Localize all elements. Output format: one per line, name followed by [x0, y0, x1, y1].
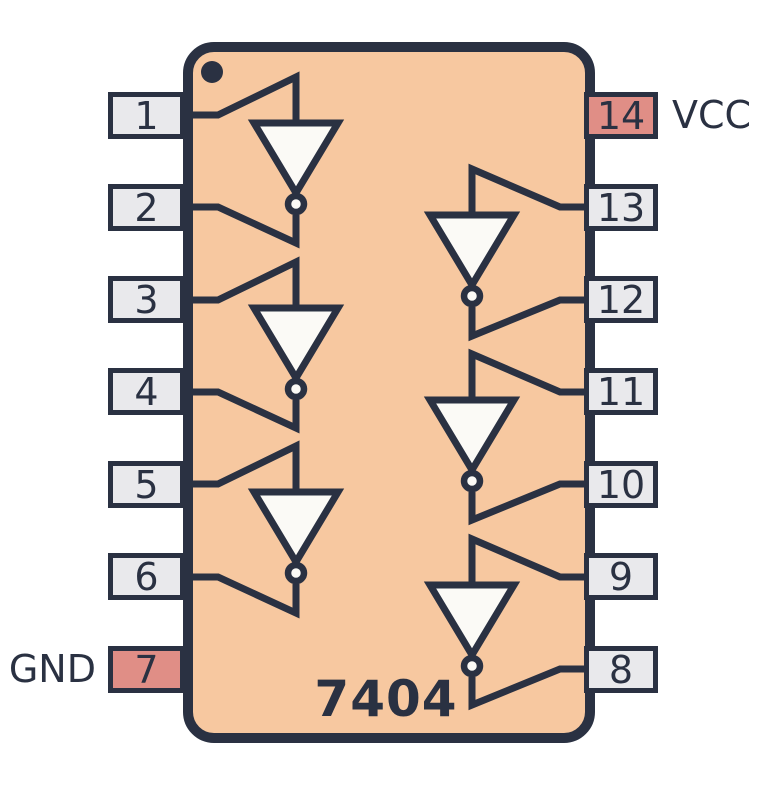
pin-box-14-vcc: 14: [584, 92, 658, 139]
pin-box-6: 6: [108, 553, 185, 600]
inverter-gate-5: [423, 348, 586, 526]
pin-number: 3: [134, 277, 159, 322]
gate5-output-wire: [468, 480, 586, 526]
gate2-output-wire: [192, 388, 300, 434]
inverter-triangle-icon: [247, 304, 345, 385]
pin-box-7-gnd: 7: [108, 646, 185, 693]
gate3-input-wire: [192, 440, 300, 492]
inverter-gate-4: [423, 163, 586, 342]
gate4-input-wire: [468, 163, 586, 215]
inverter-triangle-icon: [247, 119, 345, 200]
pin-box-13: 13: [584, 184, 658, 231]
chip-body: [183, 42, 595, 743]
pin-box-11: 11: [584, 368, 658, 415]
gate6-input-wire: [468, 533, 586, 585]
pin-box-4: 4: [108, 368, 185, 415]
inverter-triangle-icon: [423, 211, 521, 292]
pin-number: 10: [596, 462, 646, 507]
pin-box-5: 5: [108, 461, 185, 508]
pin-number: 11: [596, 369, 646, 414]
inverter-bubble-icon: [284, 561, 308, 585]
pin-number: 14: [596, 93, 646, 138]
pin-number: 1: [134, 93, 159, 138]
gate1-output-wire: [192, 203, 300, 249]
gnd-label: GND: [8, 647, 96, 691]
pin-number: 7: [134, 647, 159, 692]
inverter-triangle-icon: [423, 396, 521, 477]
inverter-bubble-icon: [460, 654, 484, 678]
gate2-input-wire: [192, 256, 300, 308]
pin-number: 5: [134, 462, 159, 507]
gate1-input-wire: [192, 71, 300, 123]
pin-box-12: 12: [584, 276, 658, 323]
pin-number: 12: [596, 277, 646, 322]
pin-number: 6: [134, 554, 159, 599]
inverter-gate-6: [423, 533, 586, 711]
pin-box-8: 8: [584, 646, 658, 693]
pin-number: 2: [134, 185, 159, 230]
pin-number: 9: [608, 554, 634, 599]
gate5-input-wire: [468, 348, 586, 400]
pin1-marker-dot: [201, 61, 223, 83]
pin-box-3: 3: [108, 276, 185, 323]
gate6-output-wire: [468, 665, 586, 711]
pin-box-1: 1: [108, 92, 185, 139]
pin-box-9: 9: [584, 553, 658, 600]
gate4-output-wire: [468, 296, 586, 342]
inverter-bubble-icon: [460, 469, 484, 493]
pin-box-2: 2: [108, 184, 185, 231]
inverter-gate-1: [192, 71, 345, 249]
inverter-gate-3: [192, 440, 345, 619]
pin-number: 8: [608, 647, 634, 692]
inverter-bubble-icon: [284, 192, 308, 216]
pin-number: 13: [596, 185, 646, 230]
chip-label: 7404: [314, 670, 458, 728]
inverter-triangle-icon: [247, 488, 345, 569]
inverter-gate-2: [192, 256, 345, 434]
pin-box-10: 10: [584, 461, 658, 508]
gate3-output-wire: [192, 573, 300, 619]
inverter-bubble-icon: [460, 284, 484, 308]
inverter-triangle-icon: [423, 581, 521, 662]
inverter-bubble-icon: [284, 377, 308, 401]
pin-number: 4: [134, 369, 159, 414]
vcc-label: VCC: [672, 93, 752, 137]
